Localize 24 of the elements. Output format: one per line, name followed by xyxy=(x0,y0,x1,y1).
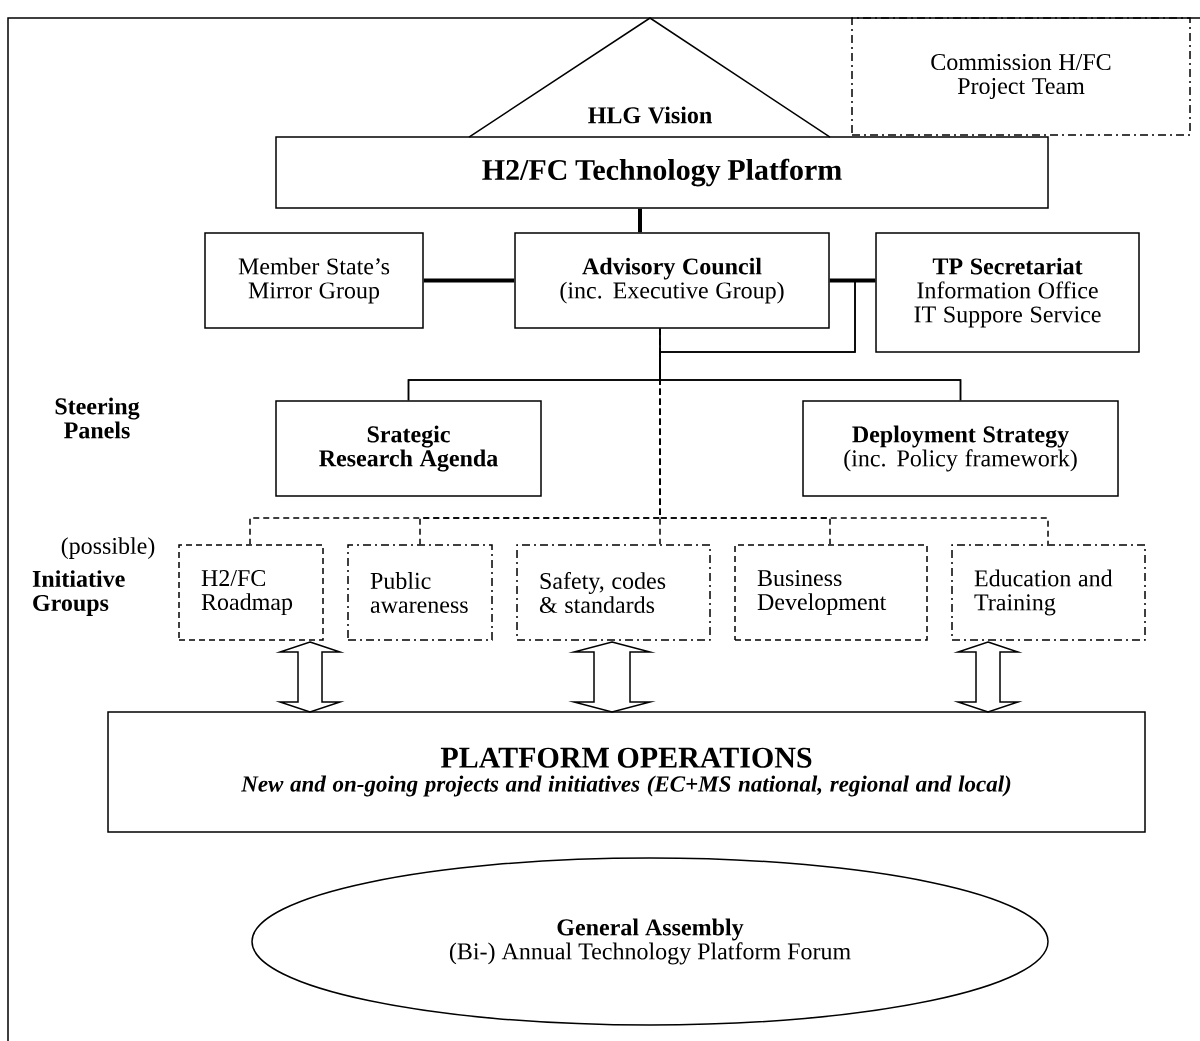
connector-line xyxy=(829,278,876,283)
initiative-box: Business Development xyxy=(734,544,928,641)
initiative-box: H2/FC Roadmap xyxy=(178,544,324,641)
panel-box: Srategic Research Agenda xyxy=(275,400,542,497)
side-label: (possible) xyxy=(61,537,155,559)
side-label: Steering Panels xyxy=(55,397,140,439)
connector-line xyxy=(659,328,1049,545)
group-box: Member State’s Mirror Group xyxy=(204,232,424,329)
initiative-box: Safety, codes & standards xyxy=(516,544,711,641)
operations-box: PLATFORM OPERATIONS New and on-going projects and initiatives (EC+MS national, regional and local) xyxy=(107,711,1146,833)
double-arrow xyxy=(953,641,1023,713)
connector-line xyxy=(659,280,962,401)
panel-box: Deployment Strategy (inc. Policy framework) xyxy=(802,400,1119,497)
double-arrow xyxy=(568,641,656,713)
double-arrow xyxy=(275,641,345,713)
side-label: Initiative Groups xyxy=(32,570,125,616)
council-box: Advisory Council (inc. Executive Group) xyxy=(514,232,830,329)
connector-line xyxy=(423,278,515,283)
connector-line xyxy=(638,208,642,233)
platform-box: H2/FC Technology Platform xyxy=(275,136,1049,209)
team-box: Commission H/FC Project Team xyxy=(851,17,1191,136)
secretariat-box: TP Secretariat Information Office IT Suppore Service xyxy=(875,232,1140,353)
initiative-box: Public awareness xyxy=(347,544,493,641)
initiative-box: Education and Training xyxy=(951,544,1146,641)
